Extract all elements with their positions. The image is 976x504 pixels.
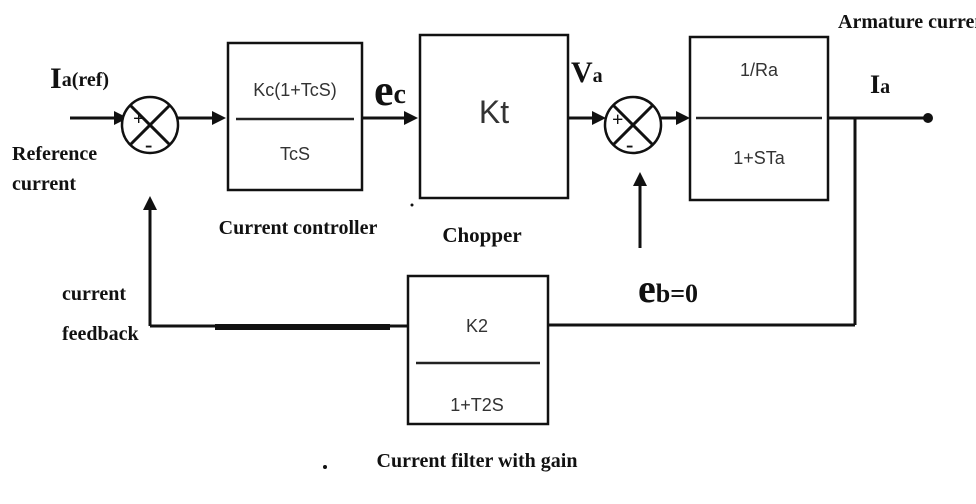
controller-input-arrow (212, 111, 226, 125)
ref-desc-line-2: current (12, 173, 76, 195)
filter-box (406, 274, 550, 426)
output-signal-sub: a (880, 76, 890, 98)
summer-1-cross-b (128, 103, 172, 147)
ec-signal-main: e (374, 66, 394, 115)
summer-2-minus: - (626, 132, 633, 157)
chopper-block: Kt (418, 33, 570, 200)
ec-signal-sub: c (394, 79, 406, 110)
ref-signal-label: Ia(ref) (50, 62, 109, 95)
s2-input-arrow (592, 111, 606, 125)
summer-1-minus: - (145, 132, 152, 157)
summer-2-plus: + (612, 109, 623, 131)
armature-denominator: 1+STa (733, 148, 786, 168)
eb-arrow (633, 172, 647, 186)
va-signal-sub: a (593, 65, 603, 87)
armature-input-arrow (676, 111, 690, 125)
ref-signal-sub: a(ref) (62, 69, 109, 91)
filter-block: K2 1+T2S (406, 274, 550, 426)
output-signal-label: Ia (870, 70, 890, 99)
chopper-input-arrow (404, 111, 418, 125)
armature-numerator: 1/Ra (740, 60, 779, 80)
fb-desc-line-2: feedback (62, 323, 140, 345)
armature-block: 1/Ra 1+STa (688, 35, 830, 202)
summer-2-cross-b (611, 103, 655, 147)
ec-signal-label: ec (374, 66, 406, 115)
controller-block: Kc(1+TcS) TcS (226, 41, 364, 192)
controller-denominator: TcS (280, 144, 310, 164)
va-signal-label: Va (571, 56, 603, 89)
eb-signal-main: e (638, 266, 656, 311)
filter-caption: Current filter with gain (377, 450, 578, 472)
ref-desc-line-1: Reference (12, 143, 97, 165)
summing-junction-1: + - (120, 95, 180, 157)
eb-signal-label: eb=0 (638, 266, 698, 311)
output-signal-main: I (870, 70, 880, 99)
va-signal-main: V (571, 56, 593, 89)
controller-caption: Current controller (219, 217, 378, 239)
chopper-box (418, 33, 570, 200)
filter-numerator: K2 (466, 316, 488, 336)
controller-numerator: Kc(1+TcS) (253, 80, 337, 100)
eb-signal-rest: b=0 (656, 279, 698, 308)
chopper-gain: Kt (479, 94, 509, 130)
output-desc-label: Armature curren (838, 11, 976, 33)
output-terminal-dot (923, 113, 933, 123)
feedback-arrow (143, 196, 157, 210)
ref-signal-main: I (50, 62, 62, 95)
filter-denominator: 1+T2S (450, 395, 504, 415)
fb-desc-line-1: current (62, 283, 126, 305)
controller-box (226, 41, 364, 192)
stray-dot-2 (323, 465, 327, 469)
summer-1-plus: + (133, 108, 144, 130)
ref-arrow (114, 111, 128, 125)
summing-junction-2: + - (603, 95, 663, 157)
chopper-caption: Chopper (442, 223, 521, 247)
stray-dot-1 (410, 203, 414, 207)
